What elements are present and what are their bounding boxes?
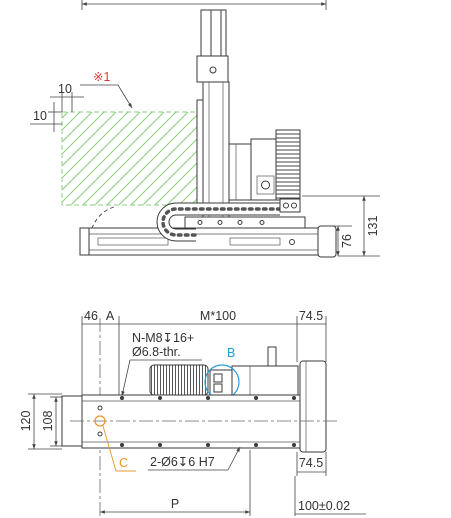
mounting-hole [292, 443, 296, 447]
y-motor-body [231, 365, 299, 396]
bracket-block [213, 373, 223, 383]
plate-hole [259, 220, 265, 225]
base-hole [289, 239, 295, 245]
mounting-hole [292, 396, 296, 400]
pin-hole [97, 431, 103, 437]
y-axis-motor-unit [228, 138, 277, 201]
bracket-hole [291, 202, 297, 209]
tolerance-dimension: 100±0.02 [294, 476, 366, 516]
mounting-hole [120, 443, 124, 447]
chain-inner-edge [168, 214, 280, 230]
plate-hole [237, 220, 243, 225]
mounting-hole [206, 396, 210, 400]
cable-drag-chain [156, 202, 282, 242]
total-height-value: 131 [366, 216, 380, 237]
plate-body [184, 216, 306, 229]
callout-leader [121, 359, 131, 397]
end-length-value: 46 [84, 309, 98, 323]
base-end-plate [79, 227, 90, 256]
z-coupling-housing [196, 55, 229, 83]
plate-hole [217, 220, 223, 225]
motor-length-bottom-value: 74.5 [299, 456, 323, 470]
motor-length-bottom-dimension: 74.5 [296, 452, 327, 476]
offset-x-value: 10 [58, 82, 72, 96]
x-axis-motor-plan [299, 360, 327, 453]
offset-y-value: 10 [33, 109, 47, 123]
tapped-hole-drill: Ø6.8-thr. [132, 345, 181, 359]
detail-b-label: B [227, 346, 235, 360]
bracket-block [213, 383, 223, 393]
z-motor [200, 9, 227, 57]
x-axis-base [79, 225, 337, 258]
tapped-hole-spec: N-M8↧16+ [132, 331, 194, 345]
y-axis-motor-plan [231, 346, 299, 396]
base-body [79, 227, 321, 256]
chain-outer-edge [156, 202, 280, 242]
mounting-hole [158, 443, 162, 447]
detail-c-circle [94, 415, 106, 427]
x-axis-body-plan [61, 360, 327, 453]
bracket-hole [283, 202, 289, 209]
z-column-body [202, 81, 230, 218]
tapped-hole-callout: N-M8↧16+ Ø6.8-thr. [121, 331, 202, 397]
work-envelope-hatch [61, 111, 201, 206]
mounting-holes [97, 396, 296, 447]
z-housing-screw [209, 66, 217, 74]
mounting-hole [254, 443, 258, 447]
x-axis-motor [317, 225, 337, 258]
pitch-dimension: P [100, 450, 251, 516]
detail-c-label: C [119, 456, 128, 470]
top-view: 46 A M*100 74.5 N-M8↧16+ Ø6.8-thr. B [19, 309, 366, 516]
mounting-hole [206, 443, 210, 447]
detail-c-marker: C [94, 415, 136, 472]
stroke-length-value: M*100 [200, 309, 236, 323]
side-view: 10 10 ※1 [30, 0, 380, 258]
z-slider-plate [196, 99, 204, 213]
y-motor-body [228, 143, 252, 201]
base-height-value: 76 [340, 234, 354, 248]
mounting-hole [158, 396, 162, 400]
height-dimensions: 131 76 [302, 195, 380, 257]
y-axis-bracket [209, 369, 233, 396]
y-axis-plate [184, 216, 306, 229]
chain-end-bracket [279, 198, 301, 213]
pin-hole [97, 405, 103, 411]
mounting-hole [254, 396, 258, 400]
base-slot [97, 237, 169, 246]
pitch-value: P [171, 497, 179, 511]
mounting-hole [120, 396, 124, 400]
plate-hole [197, 220, 203, 225]
offset-x-dimension: 10 [50, 82, 84, 112]
top-dimension-chain: 46 A M*100 74.5 [81, 309, 327, 395]
note-1-label: ※1 [93, 70, 110, 84]
pin-hole-spec: 2-Ø6↧6 H7 [150, 455, 215, 469]
bracket-body [279, 198, 301, 213]
chain-links [161, 207, 282, 237]
note-1-leader [80, 84, 133, 109]
overall-top-dimension [81, 0, 327, 10]
y-motor-cylinder [267, 346, 277, 367]
body-main [81, 394, 301, 449]
y-axis-pulley [149, 364, 209, 396]
width-dimensions: 120 108 [19, 393, 62, 450]
base-slot [229, 237, 281, 246]
z-axis-column [196, 9, 230, 218]
a-length-value: A [106, 309, 115, 323]
offset-y-dimension: 10 [30, 102, 62, 132]
inner-width-value: 108 [41, 411, 55, 432]
callout-leader [227, 446, 241, 471]
note-1-callout: ※1 [80, 70, 133, 109]
y-connector [256, 175, 275, 195]
outer-width-value: 120 [19, 411, 33, 432]
motor-length-top-value: 74.5 [299, 309, 323, 323]
cable-duct [275, 129, 301, 201]
tolerance-value: 100±0.02 [298, 499, 350, 513]
detail-c-leader [102, 425, 136, 472]
y-connector-port [261, 180, 270, 190]
pin-hole-callout: 2-Ø6↧6 H7 [148, 446, 241, 471]
y-gear-box [250, 138, 277, 201]
